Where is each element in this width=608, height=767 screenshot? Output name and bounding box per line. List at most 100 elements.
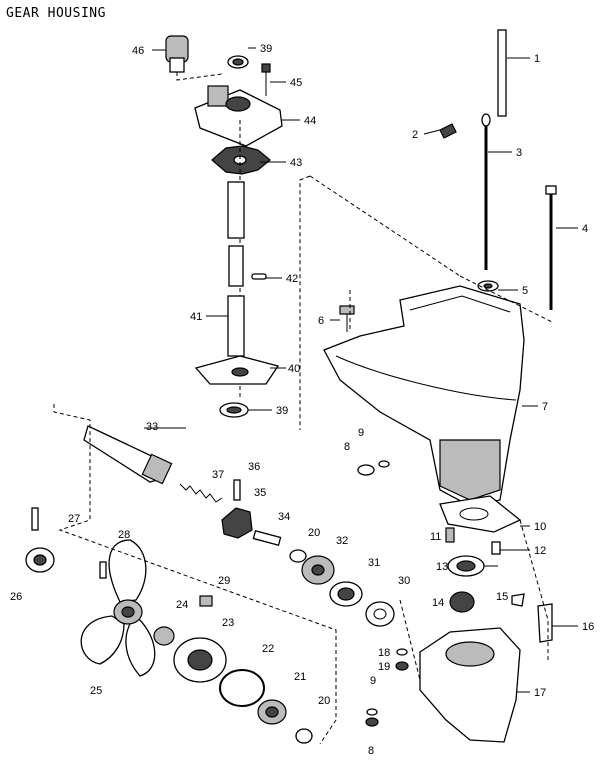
label-26: 26 — [10, 591, 22, 603]
part-14-pinion-gear — [449, 591, 475, 613]
label-42: 42 — [286, 273, 298, 285]
part-21-bearing — [257, 699, 287, 725]
part-40-plate — [194, 355, 280, 385]
label-30: 30 — [398, 575, 410, 587]
label-14: 14 — [432, 597, 444, 609]
part-13-bearing — [447, 555, 485, 577]
label-41: 41 — [190, 311, 202, 323]
label-9: 9 — [358, 427, 364, 439]
part-10-gasket — [439, 495, 522, 533]
part-31-bearing — [329, 581, 363, 607]
part-25-propeller — [80, 539, 156, 677]
part-1-stud — [497, 29, 507, 117]
part-20-washer-lower — [295, 728, 313, 744]
label-36: 36 — [248, 461, 260, 473]
part-7-gear-housing — [323, 285, 525, 507]
label-46: 46 — [132, 45, 144, 57]
label-23: 23 — [222, 617, 234, 629]
part-35-clutch — [221, 507, 253, 539]
part-9-8-lower-screw — [365, 708, 379, 727]
part-15-clip — [511, 593, 525, 607]
label-39-lower: 39 — [276, 405, 288, 417]
diagram-title: GEAR HOUSING — [6, 6, 106, 21]
part-drive-shaft — [227, 120, 245, 400]
label-19: 19 — [378, 661, 390, 673]
part-39-seal-upper — [227, 55, 249, 69]
label-32: 32 — [336, 535, 348, 547]
label-4: 4 — [582, 223, 588, 235]
label-28: 28 — [118, 529, 130, 541]
label-25: 25 — [90, 685, 102, 697]
part-43-impeller — [211, 145, 271, 175]
label-39-upper: 39 — [260, 43, 272, 55]
label-24: 24 — [176, 599, 188, 611]
dashed-assembly-outlines — [53, 175, 553, 745]
label-40: 40 — [288, 363, 300, 375]
part-12-dowel — [491, 541, 501, 555]
part-6-screw — [339, 305, 355, 332]
label-35: 35 — [254, 487, 266, 499]
label-6: 6 — [318, 315, 324, 327]
part-number-labels: 1 2 3 4 5 6 7 8 9 10 11 12 13 14 15 16 1… — [10, 43, 594, 757]
label-45: 45 — [290, 77, 302, 89]
label-18: 18 — [378, 647, 390, 659]
part-26-thrust-washer — [25, 547, 55, 573]
part-4-bolt — [545, 185, 557, 310]
part-22-o-ring — [219, 669, 265, 707]
part-19-nut — [395, 661, 409, 671]
part-46-cap — [165, 35, 223, 81]
part-39-seal-lower — [219, 402, 249, 418]
label-1: 1 — [534, 53, 540, 65]
label-20-lower: 20 — [318, 695, 330, 707]
part-11-dowel — [445, 527, 455, 543]
part-23-bearing-carrier — [173, 637, 227, 683]
label-27: 27 — [68, 513, 80, 525]
part-42-pin — [251, 273, 267, 280]
part-29-screw — [199, 595, 213, 607]
part-8-9-screw-washer — [357, 460, 390, 476]
part-17-lower-gear-housing — [419, 627, 521, 743]
part-38-propeller-shaft — [83, 425, 173, 485]
part-27-cotter-pin — [31, 507, 39, 531]
part-30-washer — [365, 601, 395, 627]
leader-lines — [144, 47, 578, 693]
part-2-screw — [439, 123, 457, 139]
label-17: 17 — [534, 687, 546, 699]
part-16-anode — [537, 603, 553, 643]
label-21: 21 — [294, 671, 306, 683]
label-31: 31 — [368, 557, 380, 569]
label-9-lower: 9 — [370, 675, 376, 687]
label-43: 43 — [290, 157, 302, 169]
label-20-upper: 20 — [308, 527, 320, 539]
part-18-washer — [396, 648, 408, 656]
label-12: 12 — [534, 545, 546, 557]
label-34: 34 — [278, 511, 290, 523]
label-44: 44 — [304, 115, 316, 127]
part-44-water-pump-housing — [194, 85, 283, 147]
part-24-spacer — [153, 626, 175, 646]
label-15: 15 — [496, 591, 508, 603]
label-8: 8 — [344, 441, 350, 453]
label-13: 13 — [436, 561, 448, 573]
label-29: 29 — [218, 575, 230, 587]
part-36-pin — [233, 479, 241, 501]
label-2: 2 — [412, 129, 418, 141]
part-32-gear — [301, 555, 335, 585]
label-11: 11 — [430, 531, 441, 543]
label-22: 22 — [262, 643, 274, 655]
label-3: 3 — [516, 147, 522, 159]
label-7: 7 — [542, 401, 548, 413]
part-20-washer-upper — [289, 549, 307, 563]
label-8-lower: 8 — [368, 745, 374, 757]
label-37: 37 — [212, 469, 224, 481]
label-10: 10 — [534, 521, 546, 533]
part-5-bushing — [477, 280, 499, 292]
part-37-spring — [179, 483, 223, 503]
label-38: 33 — [146, 421, 158, 433]
part-3-shift-rod — [481, 113, 491, 270]
label-16: 16 — [582, 621, 594, 633]
part-28-shear-pin — [99, 561, 107, 579]
part-34-shaft — [252, 529, 282, 547]
label-5: 5 — [522, 285, 528, 297]
